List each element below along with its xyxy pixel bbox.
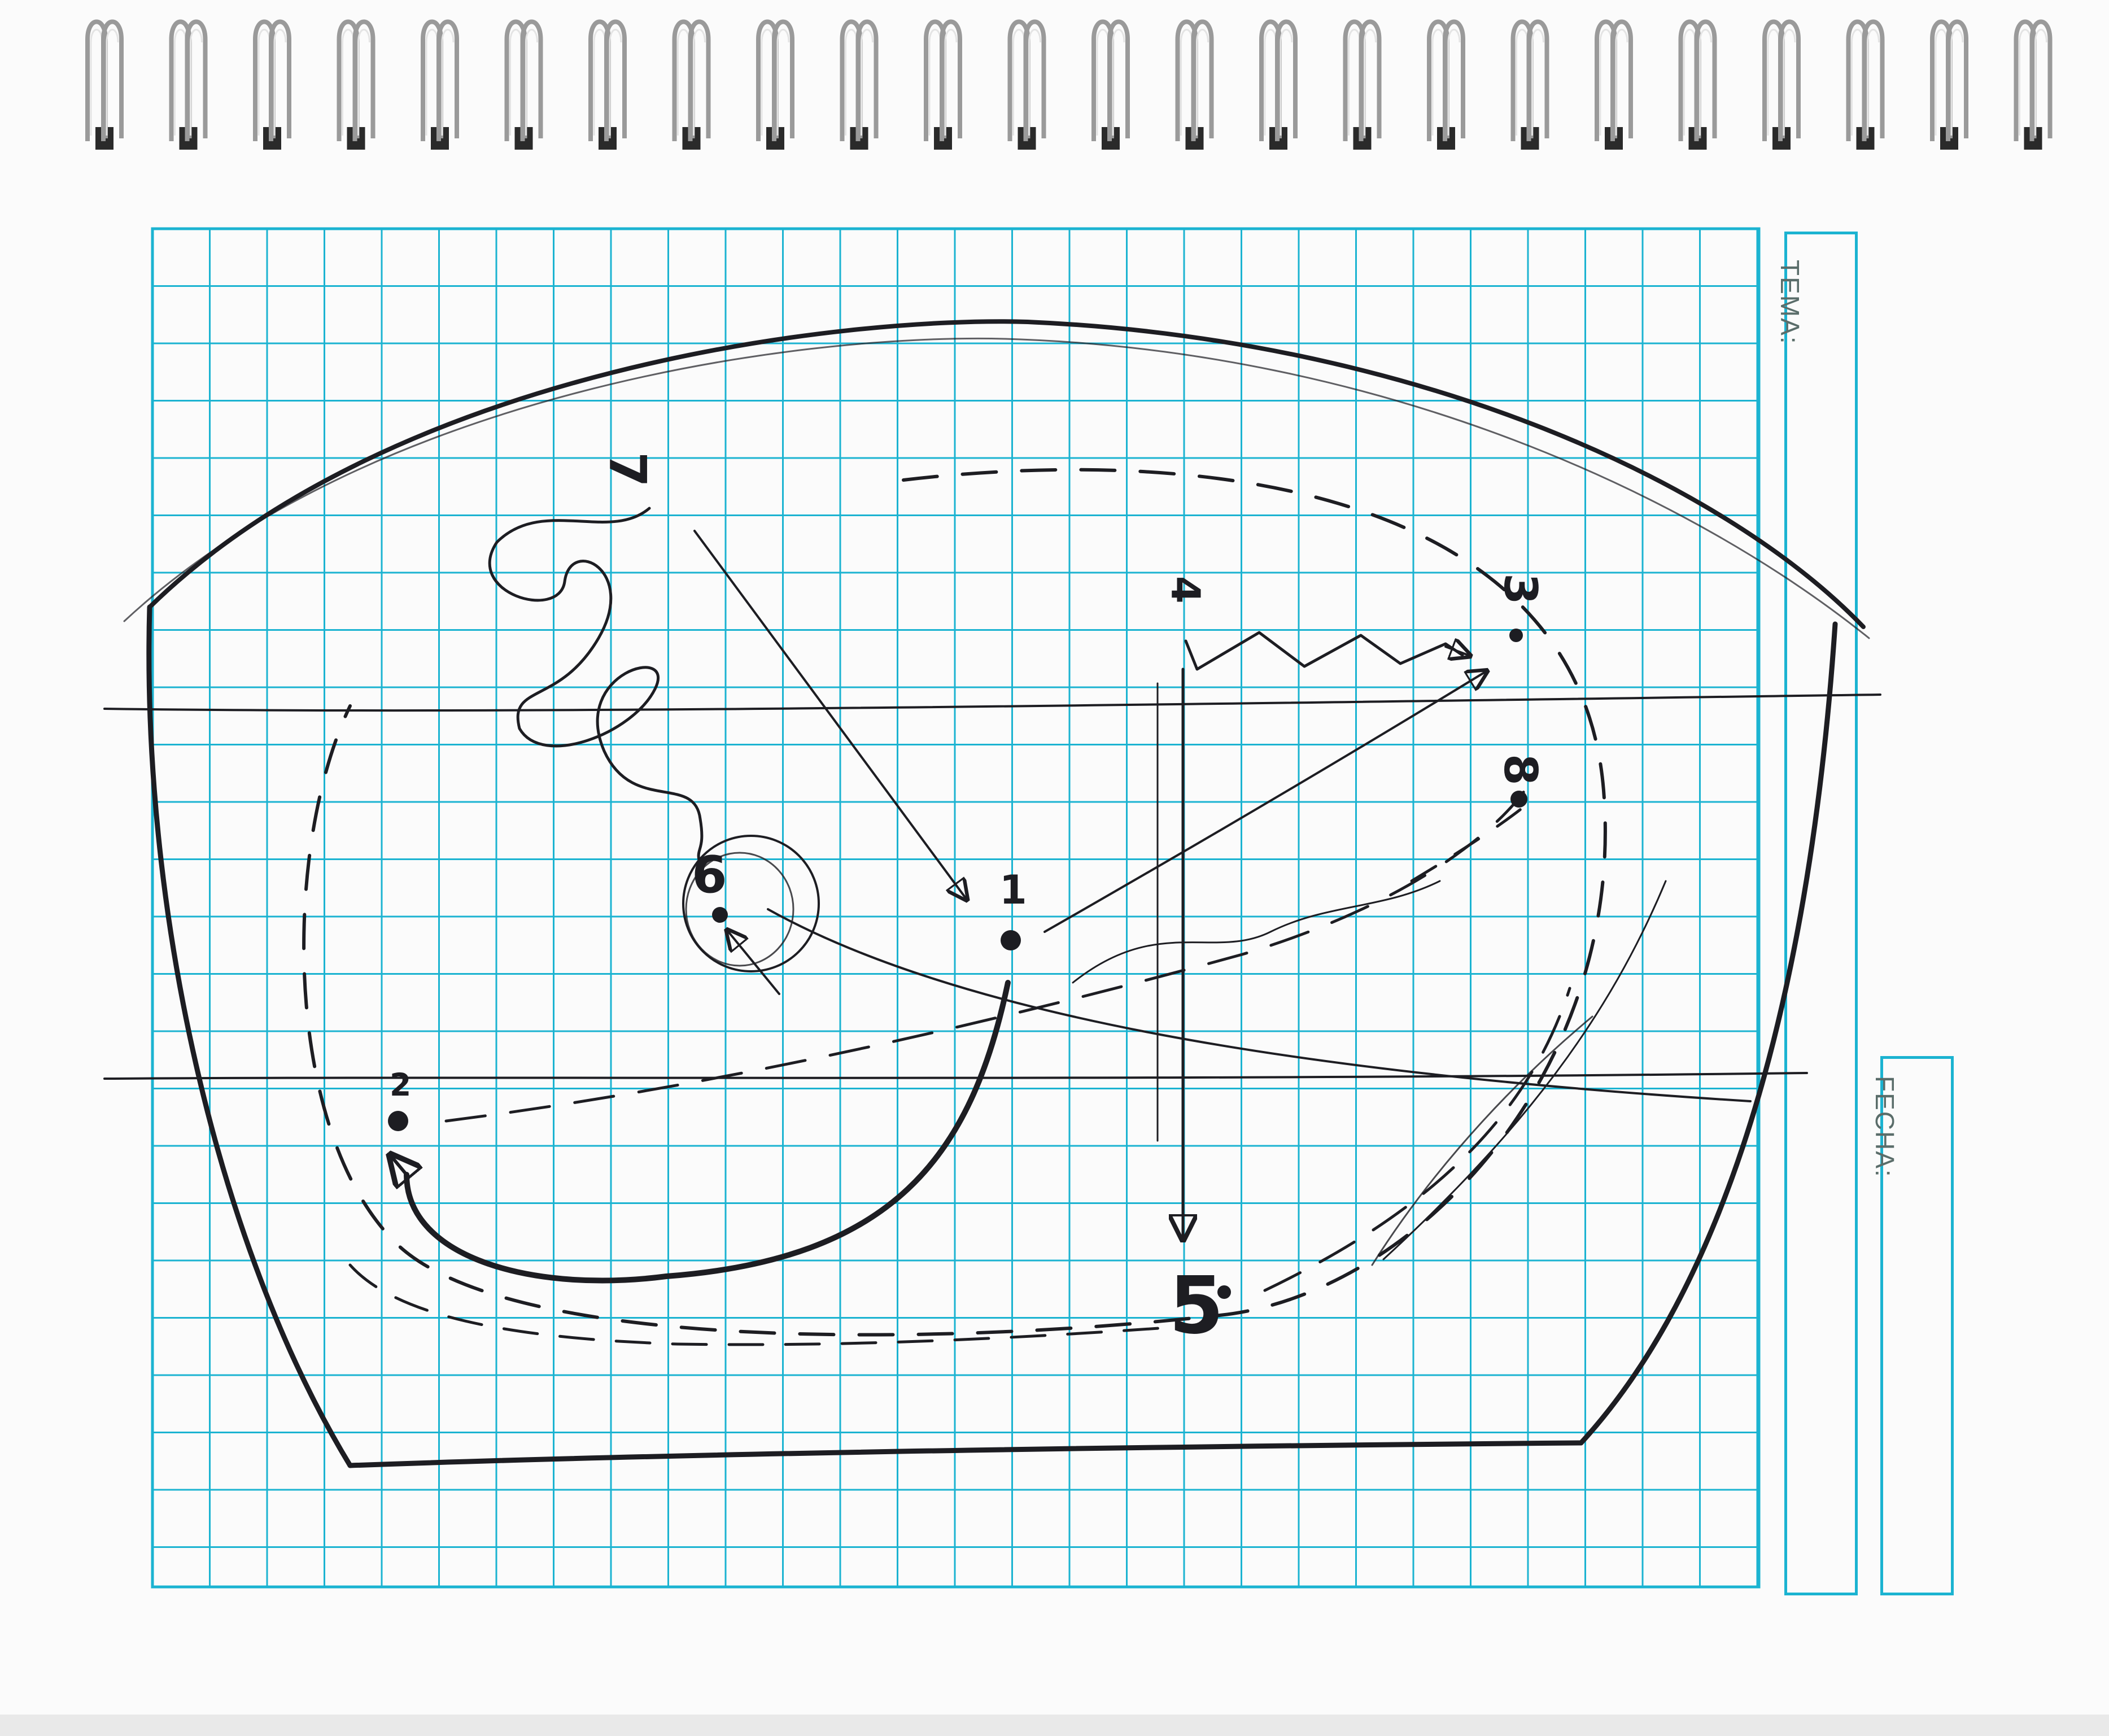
curve-1-to-2 [407, 983, 1008, 1281]
position-number-3: 3 [1494, 573, 1547, 605]
zigzag-4-to-3 [1186, 633, 1462, 669]
position-number-5: 5 [1169, 1260, 1224, 1352]
position-number-8: 8 [1494, 754, 1547, 786]
court-left-side [149, 607, 350, 1465]
position-number-2: 2 [390, 1067, 411, 1103]
position-dot-1 [1001, 930, 1021, 950]
court-top-arc-sketch [124, 338, 1869, 638]
dashed-ellipse [304, 470, 1605, 1335]
arrow-7-to-1 [695, 531, 966, 898]
position-dot-3 [1509, 629, 1523, 642]
position-number-4: 4 [1162, 576, 1208, 604]
squiggle-path-7 [490, 508, 702, 864]
court-right-side [1581, 624, 1835, 1443]
position-dot-8 [1510, 791, 1527, 808]
upper-horizontal-line [104, 695, 1880, 710]
position-number-1: 1 [999, 867, 1027, 913]
court-top-arc [150, 321, 1863, 627]
line-to-3 [1045, 672, 1485, 932]
position-number-7: 7 [597, 452, 657, 487]
court-bottom [350, 1443, 1581, 1465]
line-from-6-sweep [768, 909, 1750, 1101]
dashed-5-to-8 [1265, 988, 1570, 1290]
position-number-6: 6 [692, 845, 727, 905]
position-dot-6 [712, 907, 728, 923]
position-dot-2 [388, 1111, 408, 1131]
